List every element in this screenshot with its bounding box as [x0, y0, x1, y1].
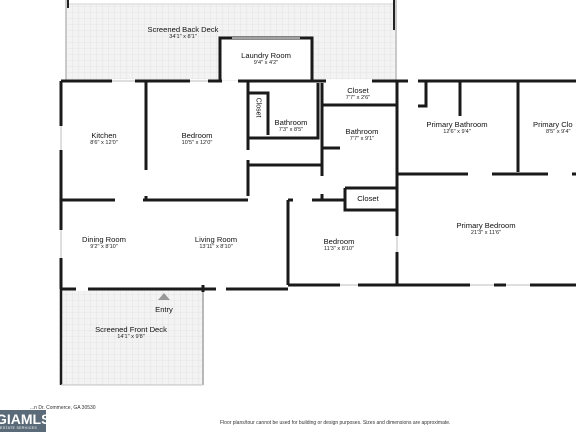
room-name: Living Room: [194, 235, 238, 244]
room-dims: 11'3" x 8'10": [323, 246, 355, 252]
footer-address: ...n Dr. Commerce, GA 30530: [30, 405, 96, 411]
house-walls: [59, 79, 576, 292]
room-name: Dining Room: [82, 235, 126, 244]
room-dims: 13'11" x 8'10": [199, 244, 233, 250]
room-label-entry: Entry: [155, 305, 173, 314]
logo-text: GIAMLS: [0, 411, 46, 427]
logo-subtext: ESTATE SERVICES: [0, 426, 38, 430]
room-label-dining-room: Dining Room 9'2" x 8'10": [82, 235, 126, 251]
room-name: Screened Back Deck: [147, 25, 219, 34]
room-name: Primary Clo: [533, 120, 573, 129]
room-dims: 8'6" x 12'0": [90, 140, 118, 146]
room-label-closet-vertical: Closet: [254, 97, 262, 118]
room-label-closet-small: Closet: [357, 194, 379, 203]
room-label-primary-bathroom: Primary Bathroom 12'6" x 9'4": [426, 120, 487, 136]
room-label-kitchen: Kitchen 8'6" x 12'0": [90, 131, 118, 147]
room-label-bathroom-mid: Bathroom 7'7" x 9'1": [346, 127, 379, 143]
room-label-screened-back-deck: Screened Back Deck 34'1" x 8'1": [148, 25, 219, 41]
room-dims: 34'1" x 8'1": [169, 34, 197, 40]
window-marks: [60, 80, 530, 286]
screened-front-deck-area: [59, 289, 204, 386]
room-name: Kitchen: [91, 131, 117, 140]
room-name: Closet: [357, 194, 379, 203]
room-label-living-room: Living Room 13'11" x 8'10": [195, 235, 237, 251]
room-dims: 10'5" x 12'0": [181, 140, 213, 146]
room-name: Bedroom: [323, 237, 355, 246]
room-label-bedroom-left: Bedroom 10'5" x 12'0": [182, 131, 213, 147]
room-name: Primary Bathroom: [426, 120, 488, 129]
room-label-bedroom-mid: Bedroom 11'3" x 8'10": [324, 237, 355, 253]
room-label-bathroom-left: Bathroom 7'3" x 8'5": [275, 118, 308, 134]
room-name: Entry: [155, 305, 173, 314]
laundry-room-walls: [218, 36, 314, 80]
room-label-primary-closet: Primary Clo 8'5" x 9'4": [533, 120, 573, 136]
room-label-laundry-room: Laundry Room 9'4" x 4'2": [241, 51, 291, 67]
footer-disclaimer: Floor plans/tour cannot be used for buil…: [220, 420, 451, 426]
mls-logo: GIAMLS ESTATE SERVICES: [0, 410, 46, 432]
room-name: Laundry Room: [241, 51, 291, 60]
room-dims: 14'1" x 9'8": [117, 334, 145, 340]
room-dims: 21'3" x 11'6": [470, 230, 502, 236]
room-dims: 7'3" x 8'5": [278, 127, 304, 133]
room-name: Bedroom: [181, 131, 213, 140]
room-name: Bathroom: [345, 127, 379, 136]
room-dims: 7'7" x 2'6": [345, 95, 371, 101]
room-name: Bathroom: [274, 118, 308, 127]
room-label-primary-bedroom: Primary Bedroom 21'3" x 11'6": [456, 221, 515, 237]
room-name: Screened Front Deck: [95, 325, 167, 334]
room-name: Closet: [347, 86, 369, 95]
room-dims: 9'4" x 4'2": [253, 60, 279, 66]
room-dims: 7'7" x 9'1": [349, 136, 375, 142]
room-name: Primary Bedroom: [456, 221, 516, 230]
room-dims: 9'2" x 8'10": [90, 244, 118, 250]
room-dims: 12'6" x 9'4": [443, 129, 471, 135]
room-dims: 8'5" x 9'4": [546, 129, 571, 135]
room-label-closet-top: Closet 7'7" x 2'6": [346, 86, 370, 102]
room-label-screened-front-deck: Screened Front Deck 14'1" x 9'8": [95, 325, 167, 341]
